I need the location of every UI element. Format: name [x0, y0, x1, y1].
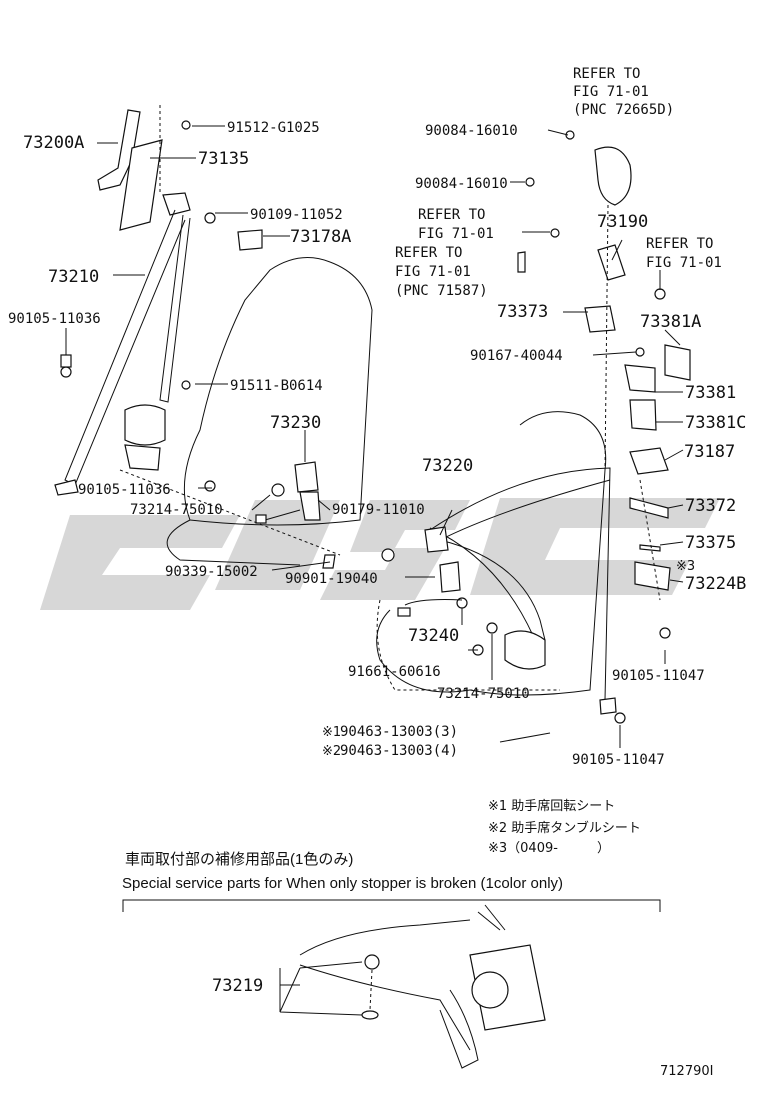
mark-2: ※2 — [322, 744, 341, 759]
label-73381A: 73381A — [640, 312, 701, 332]
leader-lines — [65, 125, 684, 1016]
label-73214-75010-a: 73214-75010 — [130, 502, 223, 518]
label-90463-13003-3: 90463-13003(3) — [340, 724, 458, 740]
ref3-line2: FIG 71-01 — [395, 264, 471, 280]
label-73230: 73230 — [270, 413, 321, 433]
note-1: ※1 助手席回転シート — [488, 798, 615, 814]
note-2: ※2 助手席タンブルシート — [488, 820, 641, 836]
left-belt-assembly — [54, 105, 395, 569]
label-73214-75010-b: 73214-75010 — [437, 686, 530, 702]
label-90105-11036-a: 90105-11036 — [8, 311, 101, 327]
label-90167-40044: 90167-40044 — [470, 348, 563, 364]
label-73240: 73240 — [408, 626, 459, 646]
ref1-line2: FIG 71-01 — [573, 84, 649, 100]
ref1-line3: (PNC 72665D) — [573, 102, 674, 118]
label-90105-11036-b: 90105-11036 — [78, 482, 171, 498]
right-seat-outline — [376, 411, 607, 696]
label-73135: 73135 — [198, 149, 249, 169]
ref1-line1: REFER TO — [573, 66, 640, 82]
label-90901-19040: 90901-19040 — [285, 571, 378, 587]
label-73381C: 73381C — [685, 413, 746, 433]
label-90084-16010-b: 90084-16010 — [415, 176, 508, 192]
label-73224B: 73224B — [685, 574, 746, 594]
label-90339-15002: 90339-15002 — [165, 564, 258, 580]
stopper-detail — [122, 899, 661, 1069]
mark-1: ※1 — [322, 725, 341, 740]
label-91511-B0614: 91511-B0614 — [230, 378, 323, 394]
label-73200A: 73200A — [23, 133, 84, 153]
part-labels: 73200A 73135 91512-G1025 90109-11052 731… — [8, 66, 746, 1079]
label-73220: 73220 — [422, 456, 473, 476]
label-73372: 73372 — [685, 496, 736, 516]
label-73381: 73381 — [685, 383, 736, 403]
label-73190: 73190 — [597, 212, 648, 232]
label-91661-60616: 91661-60616 — [348, 664, 441, 680]
ref4-line1: REFER TO — [646, 236, 713, 252]
left-seat-outline — [166, 257, 373, 566]
label-90105-11047-a: 90105-11047 — [612, 668, 705, 684]
caption-japanese: 車両取付部の補修用部品(1色のみ) — [125, 851, 353, 868]
label-90179-11010: 90179-11010 — [332, 502, 425, 518]
label-90109-11052: 90109-11052 — [250, 207, 343, 223]
ref2-line2: FIG 71-01 — [418, 226, 494, 242]
label-73219: 73219 — [212, 976, 263, 996]
label-73373: 73373 — [497, 302, 548, 322]
label-90105-11047-b: 90105-11047 — [572, 752, 665, 768]
label-73210: 73210 — [48, 267, 99, 287]
mark-3: ※3 — [676, 559, 695, 574]
caption-english: Special service parts for When only stop… — [122, 875, 563, 892]
ref2-line1: REFER TO — [418, 207, 485, 223]
label-73375: 73375 — [685, 533, 736, 553]
label-73187: 73187 — [684, 442, 735, 462]
ref3-line3: (PNC 71587) — [395, 283, 488, 299]
ref3-line1: REFER TO — [395, 245, 462, 261]
label-90463-13003-4: 90463-13003(4) — [340, 743, 458, 759]
note-3: ※3（0409- ） — [488, 841, 610, 856]
label-90084-16010-a: 90084-16010 — [425, 123, 518, 139]
label-91512-G1025: 91512-G1025 — [227, 120, 320, 136]
label-73178A: 73178A — [290, 227, 351, 247]
diagram-id: 712790I — [660, 1064, 713, 1079]
right-belt-assembly — [376, 130, 691, 743]
ref4-line2: FIG 71-01 — [646, 255, 722, 271]
